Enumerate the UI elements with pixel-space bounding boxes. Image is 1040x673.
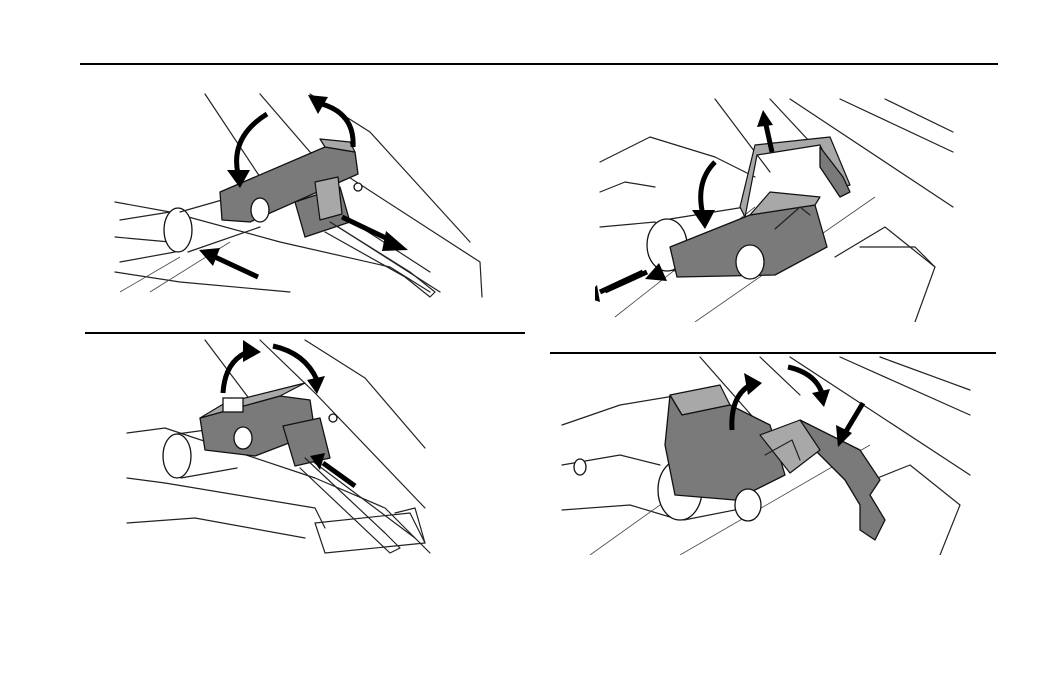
divider-rule-left <box>85 332 525 334</box>
curved-arrow-down <box>701 162 715 215</box>
straight-arrow-down-left <box>845 403 863 433</box>
header-rule <box>80 63 998 65</box>
straight-arrow-right-down <box>342 217 390 240</box>
curved-arrow-down <box>237 114 267 174</box>
straight-arrow-up-left <box>323 463 355 486</box>
illustration-bottom-right <box>560 355 975 555</box>
straight-arrow-up <box>766 125 772 152</box>
curved-arrow-up <box>322 104 353 147</box>
curved-arrow-right-down <box>273 346 317 380</box>
illustration-bottom-left <box>125 338 435 556</box>
illustration-top-right <box>595 97 955 322</box>
straight-arrow-left-up <box>215 257 258 277</box>
divider-rule-right <box>550 352 996 354</box>
curved-arrow-up <box>732 385 750 430</box>
illustration-top-left <box>110 92 485 302</box>
curved-arrow-right-down <box>788 367 822 393</box>
